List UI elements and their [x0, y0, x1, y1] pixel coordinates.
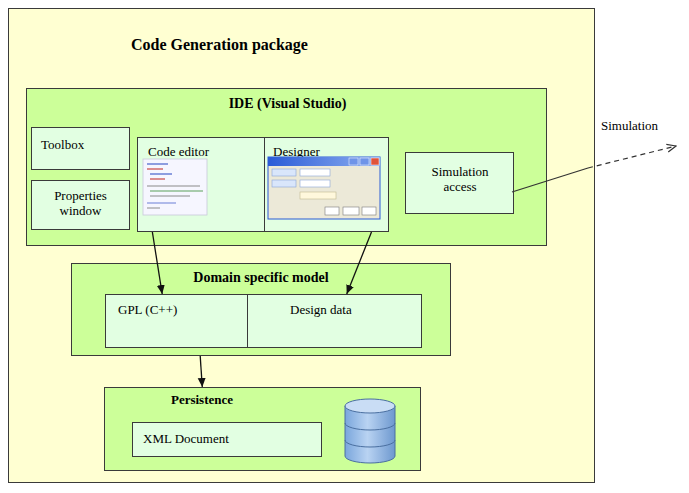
access-box: Simulation access: [405, 152, 514, 214]
flow-arrow: [200, 356, 202, 387]
box-title: Designer: [273, 145, 383, 160]
box-title: Properties window: [32, 189, 129, 219]
box-title: GPL (C++): [118, 303, 238, 318]
cylinder-body: [345, 406, 395, 463]
code-line: [150, 191, 203, 192]
box-title: Design data: [290, 303, 410, 318]
box-title: Simulation access: [420, 165, 500, 195]
database-symbol: [345, 399, 395, 463]
external-label: Simulation: [601, 118, 658, 134]
window-button: [349, 158, 358, 165]
tool-box: Toolbox: [31, 127, 130, 170]
window-frame: [268, 157, 380, 219]
box-title: XML Document: [143, 432, 313, 447]
model-panel: GPL (C++) Design data Domain specific mode…: [71, 263, 451, 356]
code-line: [150, 196, 190, 197]
form-field: [300, 192, 336, 199]
box-title: Toolbox: [41, 138, 126, 153]
form-field: [272, 180, 296, 187]
flow-arrow: [152, 232, 162, 294]
model-part-box: Design data: [247, 294, 422, 348]
dialog-button: [325, 207, 339, 215]
cylinder-band: [345, 440, 395, 447]
close-button: [371, 158, 379, 165]
code-line: [150, 173, 172, 175]
model-part-box: GPL (C++): [105, 294, 248, 348]
thumbnail-frame: [143, 159, 207, 215]
ide-panel: ToolboxProperties window Code editor Desig…: [26, 88, 547, 246]
window-title-bar: [268, 157, 380, 166]
code-editor-thumbnail: [143, 159, 207, 215]
package-frame: ToolboxProperties windowCode editorDesig…: [8, 8, 595, 483]
dialog-button: [362, 207, 376, 215]
persistence-panel: XML Document Persistence: [104, 387, 421, 471]
editor-box: Code editor: [137, 137, 265, 232]
designer-thumbnail: [268, 157, 380, 219]
simulation-link: [512, 168, 588, 192]
flow-arrow: [347, 232, 372, 294]
box-title: Code Generation package: [131, 36, 451, 54]
form-field: [272, 169, 296, 176]
document-box: XML Document: [132, 422, 322, 457]
simulation-dashed-arrow: [588, 146, 676, 168]
form-field: [300, 169, 330, 176]
dialog-button: [343, 207, 359, 215]
box-title: Domain specific model: [72, 270, 450, 286]
box-title: Persistence: [132, 393, 272, 408]
cylinder-top: [345, 399, 395, 413]
code-line: [150, 178, 165, 180]
box-title: IDE (Visual Studio): [27, 96, 548, 112]
code-line: [147, 208, 160, 209]
cylinder-band: [345, 423, 395, 430]
code-line: [147, 186, 200, 187]
tool-box: Properties window: [31, 180, 130, 230]
code-line: [147, 168, 163, 170]
box-title: Code editor: [148, 145, 258, 160]
code-line: [147, 163, 168, 165]
form-field: [300, 180, 330, 187]
code-line: [147, 203, 176, 204]
window-button: [360, 158, 369, 165]
designer-box: Designer: [264, 137, 389, 232]
